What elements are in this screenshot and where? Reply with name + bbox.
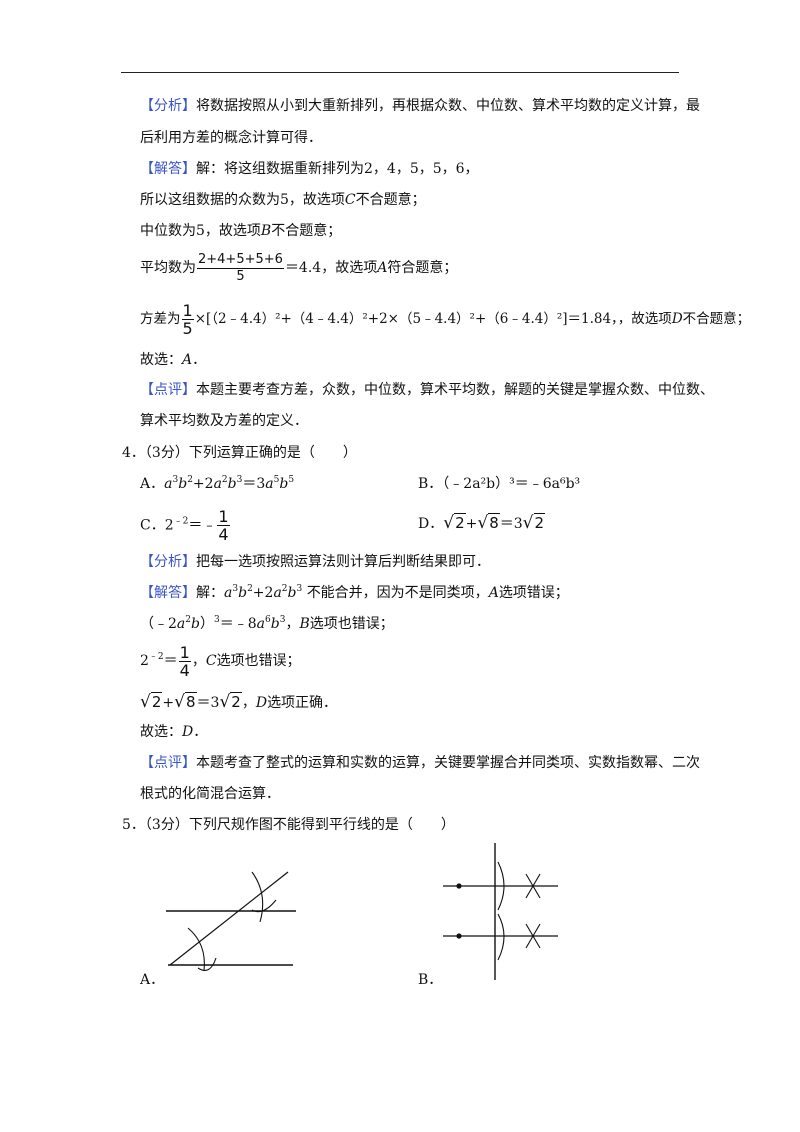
analysis-text: 把每一选项按照运算法则计算后判断结果即可． xyxy=(196,554,490,570)
option-label: C． xyxy=(140,517,165,534)
figure-b-label: B． xyxy=(418,972,443,988)
q3-comment-line1: 【点评】本题主要考查方差，众数，中位数，算术平均数，解题的关键是掌握众数、中位数… xyxy=(140,380,714,400)
q3-answer-line1: 【解答】解：将这组数据重新排列为2，4，5，5，6， xyxy=(140,159,479,179)
figure-b xyxy=(443,843,558,980)
fraction-numerator: 1 xyxy=(182,301,193,320)
header-rule xyxy=(121,72,679,73)
mean-post: 符合题意； xyxy=(387,260,458,276)
variance-expression: ×[（2﹣4.4）²+（4﹣4.4）²+2×（5﹣4.4）²+（6﹣4.4）²]… xyxy=(194,311,672,327)
option-var: D xyxy=(255,695,268,711)
answer-text: 解：将这组数据重新排列为2，4，5，5，6， xyxy=(196,161,479,177)
comment-text: 本题主要考查方差，众数，中位数，算术平均数，解题的关键是掌握众数、中位数、 xyxy=(196,382,714,398)
q4-answer-line2: （﹣2a2b）3＝﹣8a6b3，B选项也错误； xyxy=(140,615,394,633)
mean-text: 平均数为 xyxy=(140,260,196,276)
answer-verdict: 选项错误； xyxy=(498,585,569,601)
option-var: C xyxy=(344,192,356,208)
fraction-denominator: 5 xyxy=(181,319,194,338)
q3-analysis-line2: 后利用方差的概念计算可得． xyxy=(140,130,322,146)
answer-verdict: 选项也错误； xyxy=(216,653,301,669)
median-text: 中位数为5，故选项 xyxy=(140,223,261,239)
answer-verdict: 选项正确． xyxy=(267,695,338,711)
variance-text: 方差为 xyxy=(140,311,181,327)
q4-option-b: B．（﹣2a²b）³＝﹣6a⁶b³ xyxy=(418,476,581,492)
q3-mode-line: 所以这组数据的众数为5，故选项C不合题意； xyxy=(140,190,426,210)
choose-answer: D xyxy=(182,724,194,740)
comment-tag: 【点评】 xyxy=(140,755,196,771)
choose-text: 故选： xyxy=(140,352,182,368)
analysis-text: 将数据按照从小到大重新排列，再根据众数、中位数、算术平均数的定义计算，最 xyxy=(196,98,700,114)
mode-text: 所以这组数据的众数为5，故选项 xyxy=(140,192,345,208)
figure-a-label: A． xyxy=(140,972,165,988)
option-var: B xyxy=(299,616,310,632)
choose-post: ． xyxy=(193,724,208,740)
option-var: D xyxy=(671,311,683,327)
comment-text: 本题考查了整式的运算和实数的运算，关键要掌握合并同类项、实数指数幂、二次 xyxy=(196,755,700,771)
q4-comment-line1: 【点评】本题考查了整式的运算和实数的运算，关键要掌握合并同类项、实数指数幂、二次 xyxy=(140,753,700,773)
comment-tag: 【点评】 xyxy=(140,382,196,398)
median-post: 不合题意； xyxy=(271,223,342,239)
answer-reason: 不能合并，因为不是同类项， xyxy=(306,585,489,601)
fraction-numerator: 2+4+5+5+6 xyxy=(198,251,283,267)
option-var: A xyxy=(488,585,499,601)
option-label: A． xyxy=(140,476,165,492)
q4-choose-line: 故选：D． xyxy=(140,722,207,742)
answer-text: 解： xyxy=(196,585,224,601)
figure-a xyxy=(166,871,296,972)
analysis-tag: 【分析】 xyxy=(140,98,196,114)
option-var: B xyxy=(260,223,272,239)
answer-verdict: 选项也错误； xyxy=(309,616,394,632)
option-var: A xyxy=(377,260,388,276)
answer-tag: 【解答】 xyxy=(140,161,196,177)
option-label: D． xyxy=(418,516,444,532)
mode-post: 不合题意； xyxy=(355,192,426,208)
q4-analysis-line: 【分析】把每一选项按照运算法则计算后判断结果即可． xyxy=(140,552,490,572)
q3-choose-line: 故选：A． xyxy=(140,350,206,370)
q3-analysis-line1: 【分析】将数据按照从小到大重新排列，再根据众数、中位数、算术平均数的定义计算，最 xyxy=(140,96,700,116)
q3-median-line: 中位数为5，故选项B不合题意； xyxy=(140,221,341,241)
option-var: C xyxy=(205,653,217,669)
q3-comment-line2: 算术平均数及方差的定义． xyxy=(140,413,308,429)
q4-stem: 4．（3分）下列运算正确的是（ ） xyxy=(122,445,357,461)
q4-answer-line1: 【解答】解：a3b2+2a2b3 不能合并，因为不是同类项，A选项错误； xyxy=(140,584,569,602)
answer-tag: 【解答】 xyxy=(140,585,196,601)
choose-text: 故选： xyxy=(140,724,182,740)
q5-stem: 5．（3分）下列尺规作图不能得到平行线的是（ ） xyxy=(122,817,455,833)
variance-post: 不合题意； xyxy=(682,311,751,327)
fraction-denominator: 5 xyxy=(197,267,284,285)
choose-post: ． xyxy=(192,352,207,368)
q4-answer-line4: √2+√8＝3√2，D选项正确． xyxy=(140,692,338,712)
q4-comment-line2: 根式的化简混合运算． xyxy=(140,786,280,802)
choose-answer: A xyxy=(182,352,193,368)
analysis-tag: 【分析】 xyxy=(140,554,196,570)
q4-option-d: D．√2+√8＝3√2 xyxy=(418,513,546,533)
q4-option-a: A．a3b2+2a2b3＝3a5b5 xyxy=(140,475,295,493)
mean-result: ＝4.4，故选项 xyxy=(284,260,378,276)
